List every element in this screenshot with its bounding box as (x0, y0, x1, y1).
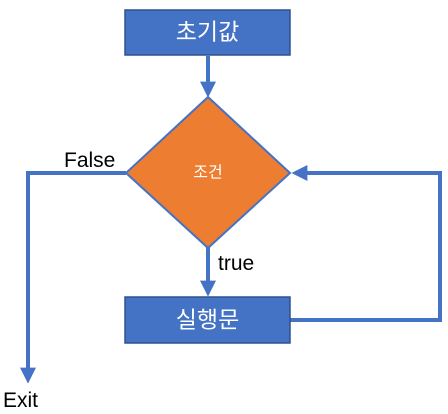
init-label: 초기값 (176, 20, 239, 46)
exit-label: Exit (3, 389, 38, 412)
statement-box: 실행문 (124, 296, 291, 344)
arrow-loop-back (289, 165, 442, 322)
true-label: true (218, 252, 254, 275)
arrow-condition-to-exit (20, 171, 126, 384)
condition-diamond: 조건 (124, 95, 292, 250)
statement-box-shape (124, 296, 291, 344)
condition-diamond-shape (124, 95, 292, 250)
init-box-shape (124, 9, 291, 56)
false-label: False (64, 149, 115, 172)
statement-label: 실행문 (176, 308, 239, 334)
condition-label: 조건 (193, 163, 222, 182)
init-box: 초기값 (124, 9, 291, 56)
